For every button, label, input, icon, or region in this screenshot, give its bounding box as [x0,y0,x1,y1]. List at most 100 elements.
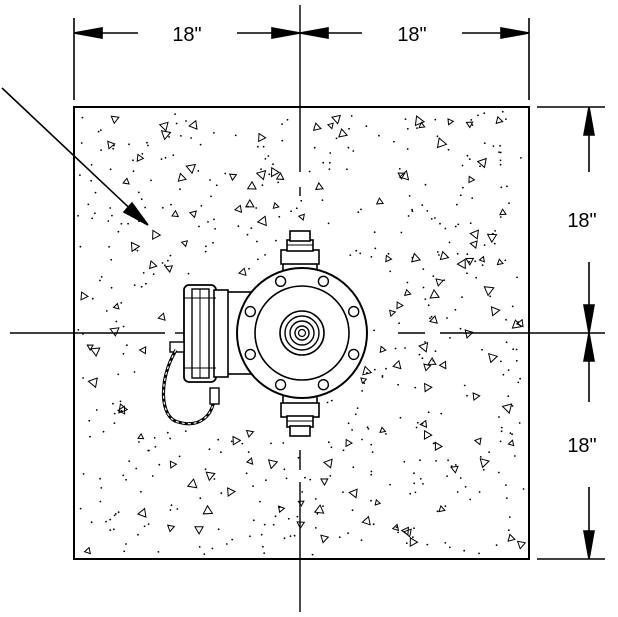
aggregate-dot [466,272,468,275]
aggregate-dot [398,168,401,170]
aggregate-dot [211,547,214,550]
aggregate-stone [275,171,285,180]
aggregate-dot [245,472,248,475]
flange-bolts [244,275,360,391]
aggregate-stone [148,260,158,270]
aggregate-dot [234,134,237,137]
aggregate-dot [511,305,514,308]
aggregate-dot [198,546,201,548]
aggregate-dot [426,210,429,212]
aggregate-dot [471,197,474,200]
aggregate-dot [513,455,516,457]
aggregate-stone [361,515,371,526]
aggregate-dot [308,170,311,173]
cap-lug [169,341,185,353]
aggregate-dot [157,551,160,553]
aggregate-dot [500,186,503,189]
aggregate-dot [464,486,467,488]
aggregate-dot [169,254,172,257]
aggregate-dot [217,438,220,441]
aggregate-dot [518,422,521,424]
aggregate-dot [117,230,120,233]
aggregate-dot [373,368,376,371]
aggregate-dot [169,509,172,511]
aggregate-dot [175,122,178,125]
aggregate-dot [290,210,292,213]
aggregate-dot [389,483,391,486]
aggregate-dot [272,163,274,166]
aggregate-stone [403,288,412,297]
aggregate-dot [483,244,486,247]
aggregate-stone [418,341,429,353]
aggregate-stone [423,363,432,372]
aggregate-dot [185,120,187,122]
aggregate-stone [478,255,485,263]
bottom-operating-nut [289,425,311,437]
aggregate-dot [166,431,169,434]
aggregate-dot [178,455,181,458]
aggregate-stone [330,114,342,125]
aggregate-dot [370,256,373,258]
aggregate-stone [496,258,504,266]
aggregate-dot [426,543,429,546]
aggregate-dot [99,477,101,480]
flange-bolt-hole [244,348,257,361]
aggregate-dot [287,517,290,520]
aggregate-dot [387,252,390,255]
aggregate-dot [459,327,462,330]
aggregate-dot [146,141,148,144]
aggregate-dot [522,488,525,490]
aggregate-stone [469,229,480,240]
aggregate-dot [141,153,144,155]
aggregate-stone [136,153,145,163]
aggregate-dot [416,127,418,129]
aggregate-stone [202,504,214,515]
aggregate-stone [419,419,428,429]
aggregate-stone [322,458,333,469]
aggregate-dot [112,147,115,150]
aggregate-dot [519,377,521,380]
aggregate-dot [80,142,83,144]
aggregate-dot [89,435,91,438]
right-dim-arrowhead [583,304,595,334]
aggregate-stone [117,405,126,415]
aggregate-dot [301,491,304,493]
aggregate-stone [515,318,524,328]
aggregate-dot [328,168,331,171]
aggregate-dot [197,170,200,172]
aggregate-stone [267,459,279,470]
aggregate-dot [295,207,298,210]
aggregate-stone [232,435,242,446]
aggregate-dot [407,215,410,217]
hydrant-assembly [161,230,368,437]
aggregate-dot [347,422,350,425]
top-dim-arrowhead [271,27,301,39]
aggregate-dot [132,159,134,162]
aggregate-dot [512,348,515,351]
aggregate-stone [391,523,400,532]
aggregate-dot [145,282,147,285]
aggregate-stone [379,426,387,434]
aggregate-dot [372,523,375,526]
aggregate-dot [330,446,333,449]
aggregate-stone [456,258,466,270]
aggregate-stone [87,377,98,389]
aggregate-dot [497,471,500,474]
aggregate-dot [170,203,172,206]
flange-bolt-hole [348,305,360,318]
aggregate-dot [115,320,118,323]
right-dim-arrowhead [583,332,595,362]
aggregate-dot [370,473,373,476]
aggregate-stone [297,213,305,221]
aggregate-dot [483,142,486,145]
aggregate-dot [82,473,85,475]
aggregate-stone [312,122,322,131]
aggregate-dot [329,475,332,477]
aggregate-dot [468,158,471,161]
right-dim-arrowhead [583,106,595,136]
aggregate-dot [398,322,400,325]
aggregate-dot [517,381,520,384]
aggregate-dot [475,276,478,279]
aggregate-stone [434,441,443,451]
aggregate-dot [137,191,140,194]
